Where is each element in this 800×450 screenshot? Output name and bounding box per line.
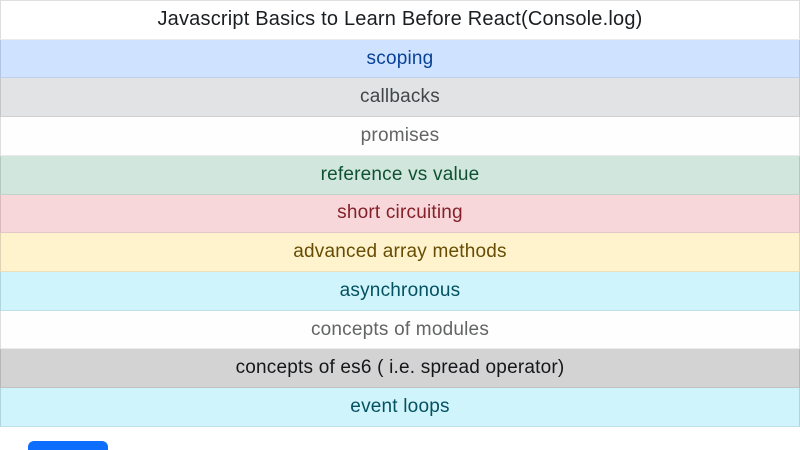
page-title: Javascript Basics to Learn Before React(… bbox=[0, 1, 800, 40]
list-item-short-circuiting: short circuiting bbox=[0, 194, 800, 234]
list-item-advanced-array-methods: advanced array methods bbox=[0, 233, 800, 273]
list-item-concepts-of-modules: concepts of modules bbox=[0, 310, 800, 350]
list-item-concepts-of-es6-i-e-spread-operator: concepts of es6 ( i.e. spread operator) bbox=[0, 349, 800, 389]
click-me-button[interactable]: Click Me bbox=[28, 440, 108, 450]
list-item-scoping: scoping bbox=[0, 39, 800, 79]
list-item-asynchronous: asynchronous bbox=[0, 272, 800, 311]
list-item-event-loops: event loops bbox=[0, 388, 800, 427]
list-item-promises: promises bbox=[0, 117, 800, 156]
list-item-reference-vs-value: reference vs value bbox=[0, 155, 800, 195]
list-item-callbacks: callbacks bbox=[0, 78, 800, 118]
footer: Click Me // function scoping vs block sc… bbox=[0, 426, 800, 450]
topics-list: Javascript Basics to Learn Before React(… bbox=[0, 0, 800, 427]
